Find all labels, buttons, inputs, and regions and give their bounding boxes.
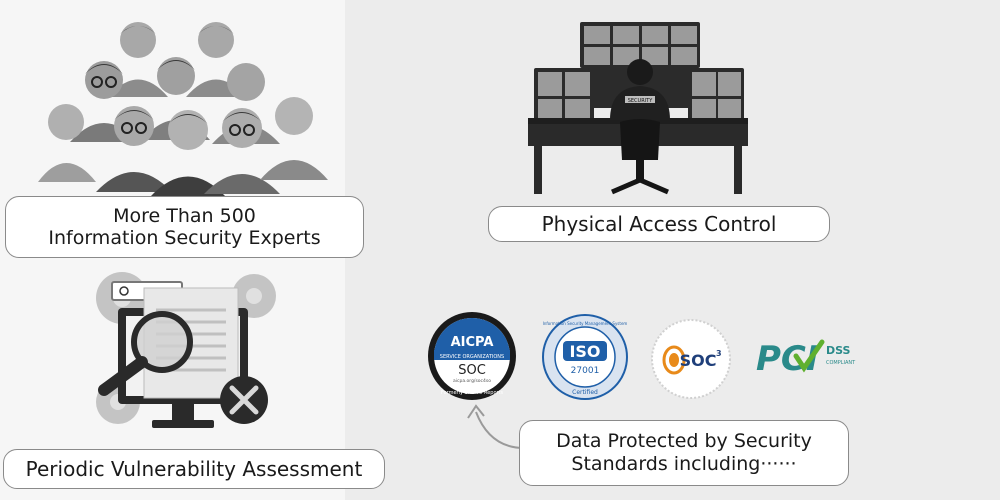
security-vest-text: SECURITY (628, 98, 653, 104)
soc3-badge: SOC 3 (651, 319, 731, 399)
soc3-sup-text: 3 (716, 349, 722, 358)
vulnerability-label-box: Periodic Vulnerability Assessment (3, 449, 385, 489)
soc3-text: SOC (680, 351, 717, 370)
physical-access-label-box: Physical Access Control (488, 206, 830, 242)
aicpa-ring-text: Formerly SAS 70 Reports (441, 390, 504, 396)
aicpa-sub-text: aicpa.org/soc4so (453, 378, 491, 384)
physical-access-label: Physical Access Control (541, 212, 777, 236)
experts-line1: More Than 500 (113, 205, 256, 227)
iso-number-text: 27001 (571, 366, 600, 376)
experts-label-box: More Than 500 Information Security Exper… (5, 196, 364, 258)
vulnerability-label: Periodic Vulnerability Assessment (25, 457, 363, 481)
aicpa-band-text: SERVICE ORGANIZATIONS (440, 354, 504, 360)
aicpa-soc-badge: AICPA SERVICE ORGANIZATIONS SOC aicpa.or… (428, 312, 516, 400)
standards-line2: Standards including······ (571, 453, 797, 475)
standards-line1: Data Protected by Security (556, 430, 812, 452)
pci-dss-text: DSS (826, 344, 851, 357)
iso-certified-text: Certified (572, 389, 598, 396)
vulnerability-assessment-illustration (96, 272, 276, 428)
curved-arrow-icon (467, 404, 525, 449)
security-experts-crowd-illustration (38, 22, 328, 197)
aicpa-soc-text: SOC (458, 363, 486, 378)
iso-27001-badge: ISO 27001 Information Security Managemen… (542, 314, 628, 400)
iso-text: ISO (569, 342, 600, 361)
iso-ring-text: Information Security Management System (543, 321, 628, 326)
aicpa-text: AICPA (451, 335, 494, 350)
experts-line2: Information Security Experts (48, 227, 321, 249)
security-monitoring-desk-illustration: SECURITY (528, 22, 748, 195)
pci-compliant-text: COMPLIANT (826, 360, 856, 366)
pci-dss-badge: PCI DSS COMPLIANT (756, 339, 856, 378)
standards-label-box: Data Protected by Security Standards inc… (519, 420, 849, 486)
